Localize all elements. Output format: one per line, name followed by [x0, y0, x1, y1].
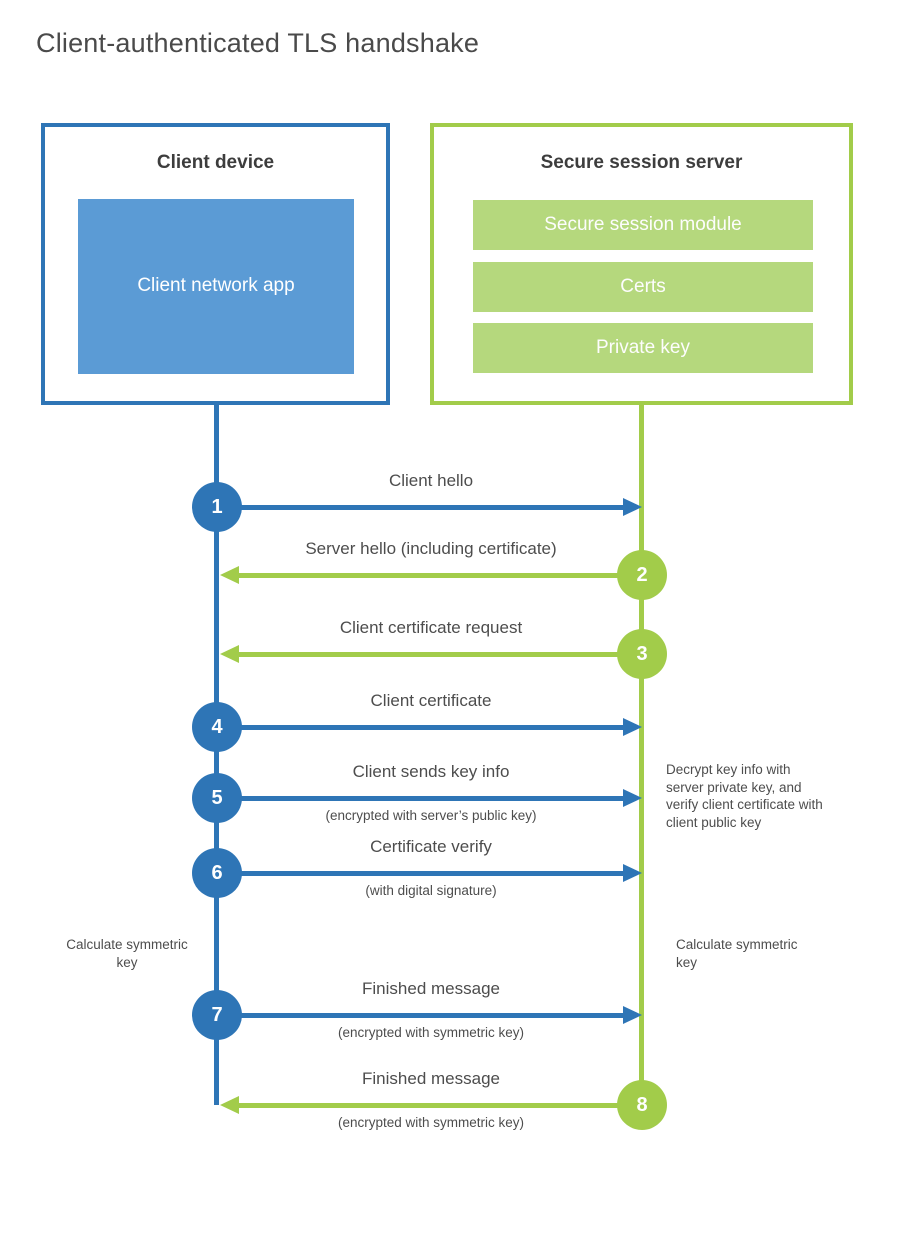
server-module-private-key: Private key: [473, 323, 813, 373]
calculate-symmetric-key-note-server: Calculate symmetric key: [676, 937, 798, 970]
arrow-line: [234, 795, 624, 801]
message-step-4: 4 Client certificate: [0, 691, 900, 752]
server-module-certs: Certs: [473, 262, 813, 312]
arrow-left-icon: [220, 1096, 239, 1114]
message-sublabel: (encrypted with symmetric key): [337, 1115, 525, 1130]
step-4-badge: 4: [192, 702, 242, 752]
client-lifeline: [214, 405, 219, 1105]
secure-session-server-box: Secure session server Secure session mod…: [430, 123, 853, 405]
client-device-title: Client device: [156, 152, 275, 173]
arrow-line: [234, 1012, 624, 1018]
message-sublabel: (with digital signature): [365, 883, 497, 898]
arrow-right-icon: [623, 718, 642, 736]
secure-session-server-title: Secure session server: [540, 152, 743, 173]
arrow-line: [234, 504, 624, 510]
message-step-2: 2 Server hello (including certificate): [0, 539, 900, 600]
server-lifeline: [639, 405, 644, 1105]
message-label: Client certificate request: [339, 618, 523, 637]
message-step-8: 8 Finished message (encrypted with symme…: [0, 1069, 900, 1130]
page-title: Client-authenticated TLS handshake: [36, 28, 480, 58]
arrow-left-icon: [220, 566, 239, 584]
arrow-right-icon: [623, 498, 642, 516]
message-sublabel: (encrypted with symmetric key): [337, 1025, 525, 1040]
message-label: Client sends key info: [352, 762, 510, 781]
step-6-badge: 6: [192, 848, 242, 898]
message-step-6: 6 Certificate verify (with digital signa…: [0, 837, 900, 898]
client-device-box: Client device Client network app: [41, 123, 390, 405]
calculate-symmetric-key-note-client: Calculate symmetric key: [66, 937, 188, 970]
message-label: Finished message: [362, 979, 500, 998]
message-sublabel: (encrypted with server’s public key): [325, 808, 537, 823]
message-step-3: 3 Client certificate request: [0, 618, 900, 679]
step-7-badge: 7: [192, 990, 242, 1040]
arrow-right-icon: [623, 1006, 642, 1024]
message-step-7: 7 Finished message (encrypted with symme…: [0, 979, 900, 1040]
message-step-5: 5 Client sends key info (encrypted with …: [0, 762, 900, 823]
arrow-line: [234, 724, 624, 730]
step-3-badge: 3: [617, 629, 667, 679]
arrow-line: [238, 651, 620, 657]
message-label: Server hello (including certificate): [305, 539, 557, 558]
step-8-badge: 8: [617, 1080, 667, 1130]
decrypt-key-note: Decrypt key info with server private key…: [666, 762, 823, 830]
arrow-line: [238, 1102, 620, 1108]
arrow-left-icon: [220, 645, 239, 663]
step-2-badge: 2: [617, 550, 667, 600]
message-label: Certificate verify: [370, 837, 492, 856]
message-label: Client hello: [388, 471, 474, 490]
message-step-1: 1 Client hello: [0, 471, 900, 532]
message-label: Finished message: [362, 1069, 500, 1088]
step-5-badge: 5: [192, 773, 242, 823]
arrow-right-icon: [623, 864, 642, 882]
message-label: Client certificate: [370, 691, 492, 710]
server-module-secure-session-module: Secure session module: [473, 200, 813, 250]
arrow-line: [238, 572, 620, 578]
arrow-right-icon: [623, 789, 642, 807]
step-1-badge: 1: [192, 482, 242, 532]
arrow-line: [234, 870, 624, 876]
client-network-app-box: Client network app: [78, 199, 354, 374]
